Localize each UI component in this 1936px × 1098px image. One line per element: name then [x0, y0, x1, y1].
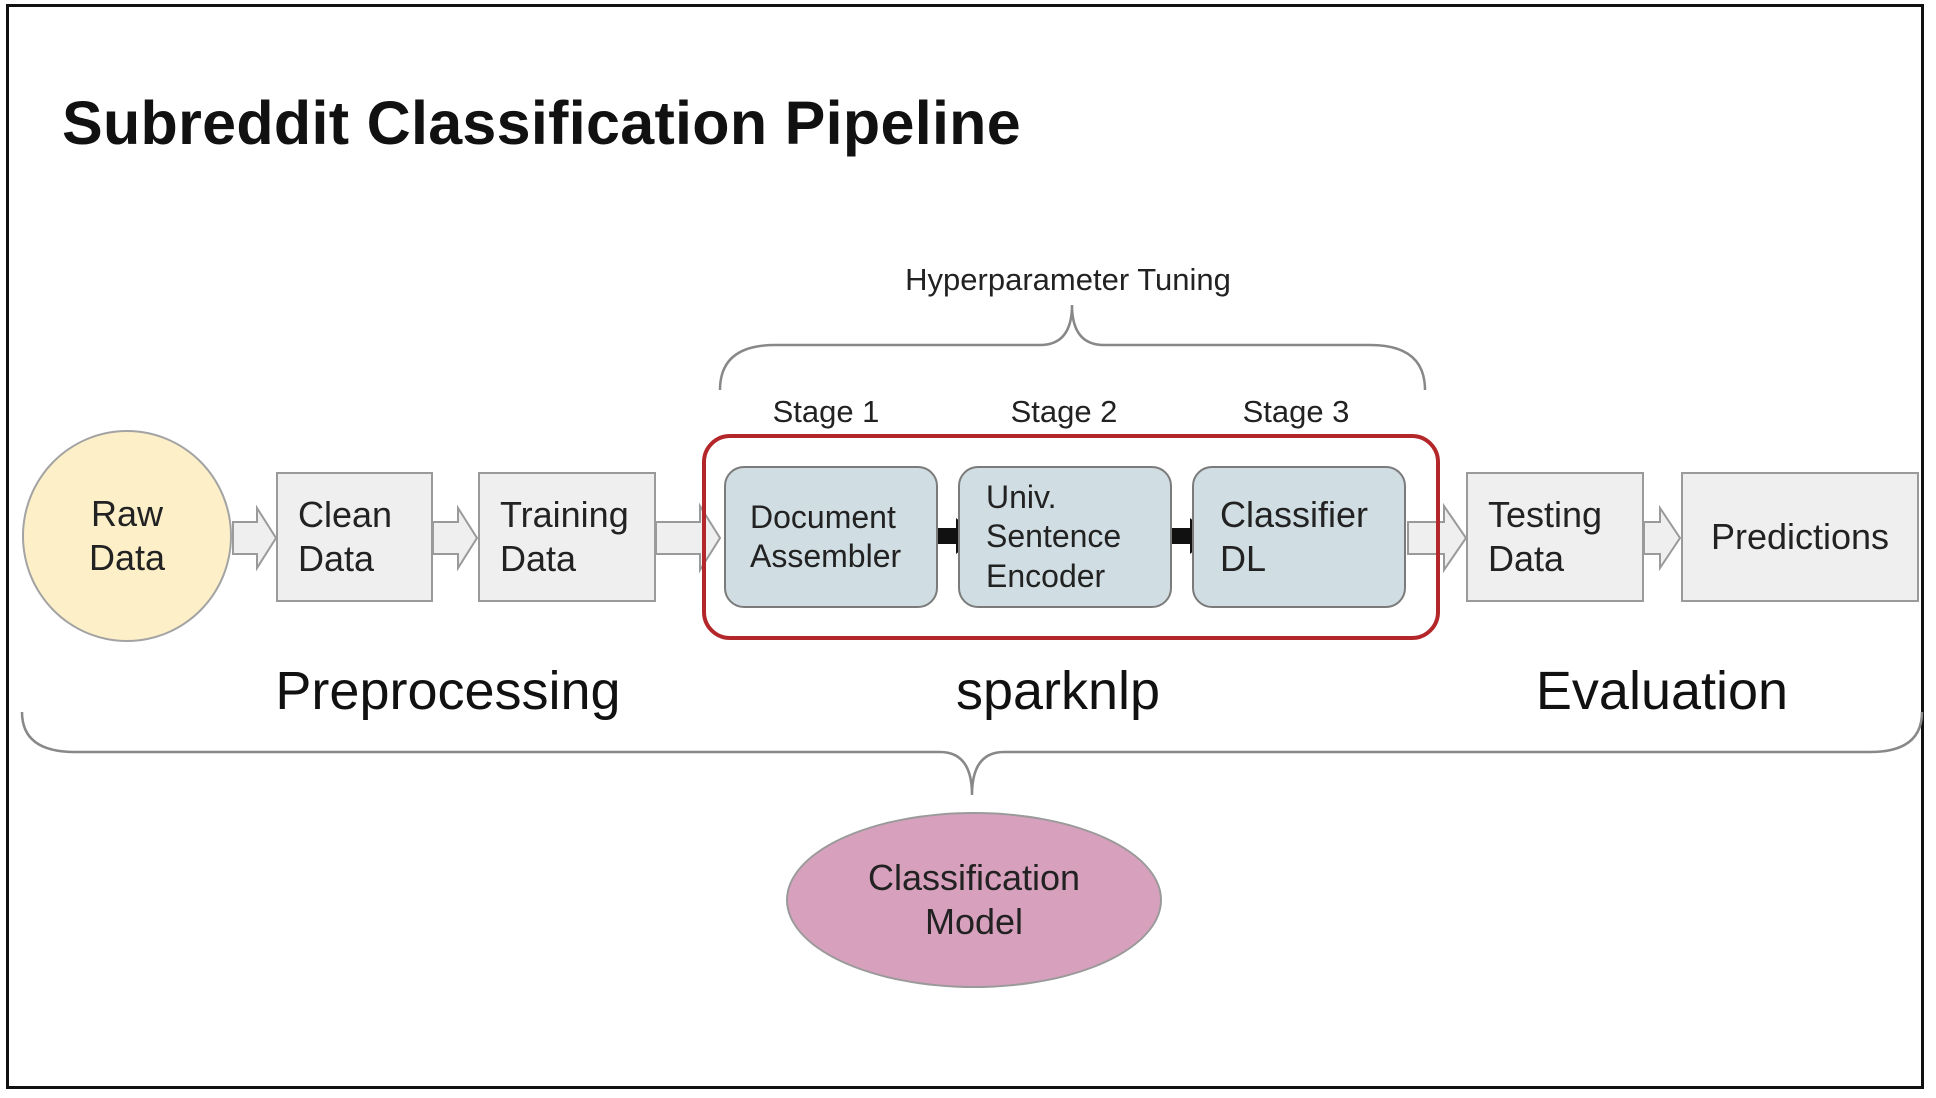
classification-model-node: Classification Model: [786, 812, 1162, 988]
clean-data-node: Clean Data: [276, 472, 433, 602]
stage-1-label: Stage 1: [772, 394, 880, 429]
predictions-node: Predictions: [1681, 472, 1919, 602]
stage-3-label: Stage 3: [1242, 394, 1350, 429]
preprocessing-label: Preprocessing: [275, 661, 621, 721]
predictions-label: Predictions: [1710, 516, 1890, 558]
training-data-node: Training Data: [478, 472, 656, 602]
sentence-encoder-label: Univ. Sentence Encoder: [986, 479, 1122, 594]
arrow-clean-to-training: [432, 504, 479, 572]
raw-data-label: Raw Data: [88, 493, 166, 578]
pipeline-brace: [20, 711, 1924, 796]
arrow-raw-to-clean: [232, 504, 278, 572]
arrow-testing-to-predictions: [1643, 504, 1682, 572]
hyperparameter-brace: [718, 304, 1427, 391]
document-assembler-node: Document Assembler: [724, 466, 938, 608]
clean-data-label: Clean Data: [298, 494, 393, 579]
document-assembler-label: Document Assembler: [750, 498, 902, 574]
testing-data-node: Testing Data: [1466, 472, 1644, 602]
classifier-dl-node: Classifier DL: [1192, 466, 1406, 608]
hyperparameter-tuning-label: Hyperparameter Tuning: [905, 262, 1231, 297]
stage-2-label: Stage 2: [1010, 394, 1118, 429]
sparknlp-label: sparknlp: [955, 661, 1161, 721]
raw-data-node: Raw Data: [22, 430, 232, 642]
sentence-encoder-node: Univ. Sentence Encoder: [958, 466, 1172, 608]
evaluation-label: Evaluation: [1535, 661, 1789, 721]
training-data-label: Training Data: [500, 494, 629, 579]
testing-data-label: Testing Data: [1488, 494, 1603, 579]
classification-model-label: Classification Model: [867, 857, 1081, 942]
page-title: Subreddit Classification Pipeline: [62, 89, 1021, 157]
classifier-dl-label: Classifier DL: [1220, 494, 1369, 579]
sparknlp-frame: [702, 434, 1440, 640]
